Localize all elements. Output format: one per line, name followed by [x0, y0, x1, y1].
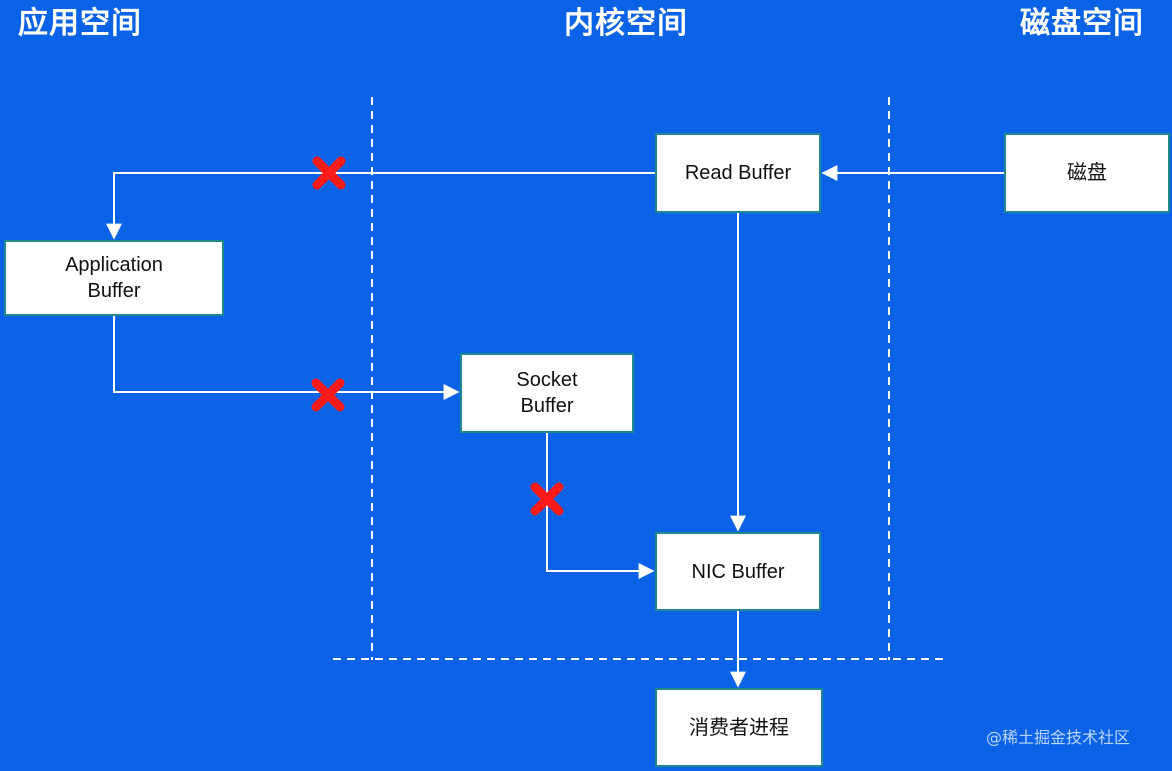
- arrow-read-buffer-to-application-buffer: [106, 172, 655, 240]
- header-disk-space: 磁盘空间: [1020, 6, 1144, 41]
- consumer-process-box: 消费者进程: [655, 688, 823, 767]
- application-buffer-label-line1: Application: [65, 254, 163, 276]
- cross-mark-icon: [312, 156, 346, 190]
- read-buffer-box: Read Buffer: [655, 133, 821, 213]
- consumer-process-label: 消费者进程: [689, 716, 789, 739]
- arrow-socket-buffer-to-nic-buffer: [546, 433, 655, 579]
- cross-mark-icon: [530, 482, 564, 516]
- read-buffer-label: Read Buffer: [684, 162, 792, 184]
- nic-buffer-label: NIC Buffer: [691, 560, 785, 583]
- application-buffer-label-line2: Buffer: [87, 280, 141, 302]
- disk-label: 磁盘: [1067, 162, 1107, 184]
- disk-box: 磁盘: [1004, 133, 1170, 213]
- socket-buffer-label-line1: Socket: [516, 369, 578, 391]
- header-kernel-space: 内核空间: [564, 6, 688, 41]
- header-application-space: 应用空间: [18, 6, 142, 41]
- cross-mark-icon: [311, 378, 345, 412]
- application-buffer-box: Application Buffer: [4, 240, 224, 316]
- nic-buffer-box: NIC Buffer: [655, 532, 821, 611]
- socket-buffer-box: Socket Buffer: [460, 353, 634, 433]
- watermark: @稀土掘金技术社区: [986, 728, 1131, 747]
- socket-buffer-label-line2: Buffer: [520, 395, 574, 417]
- arrow-application-buffer-to-socket-buffer: [113, 316, 460, 400]
